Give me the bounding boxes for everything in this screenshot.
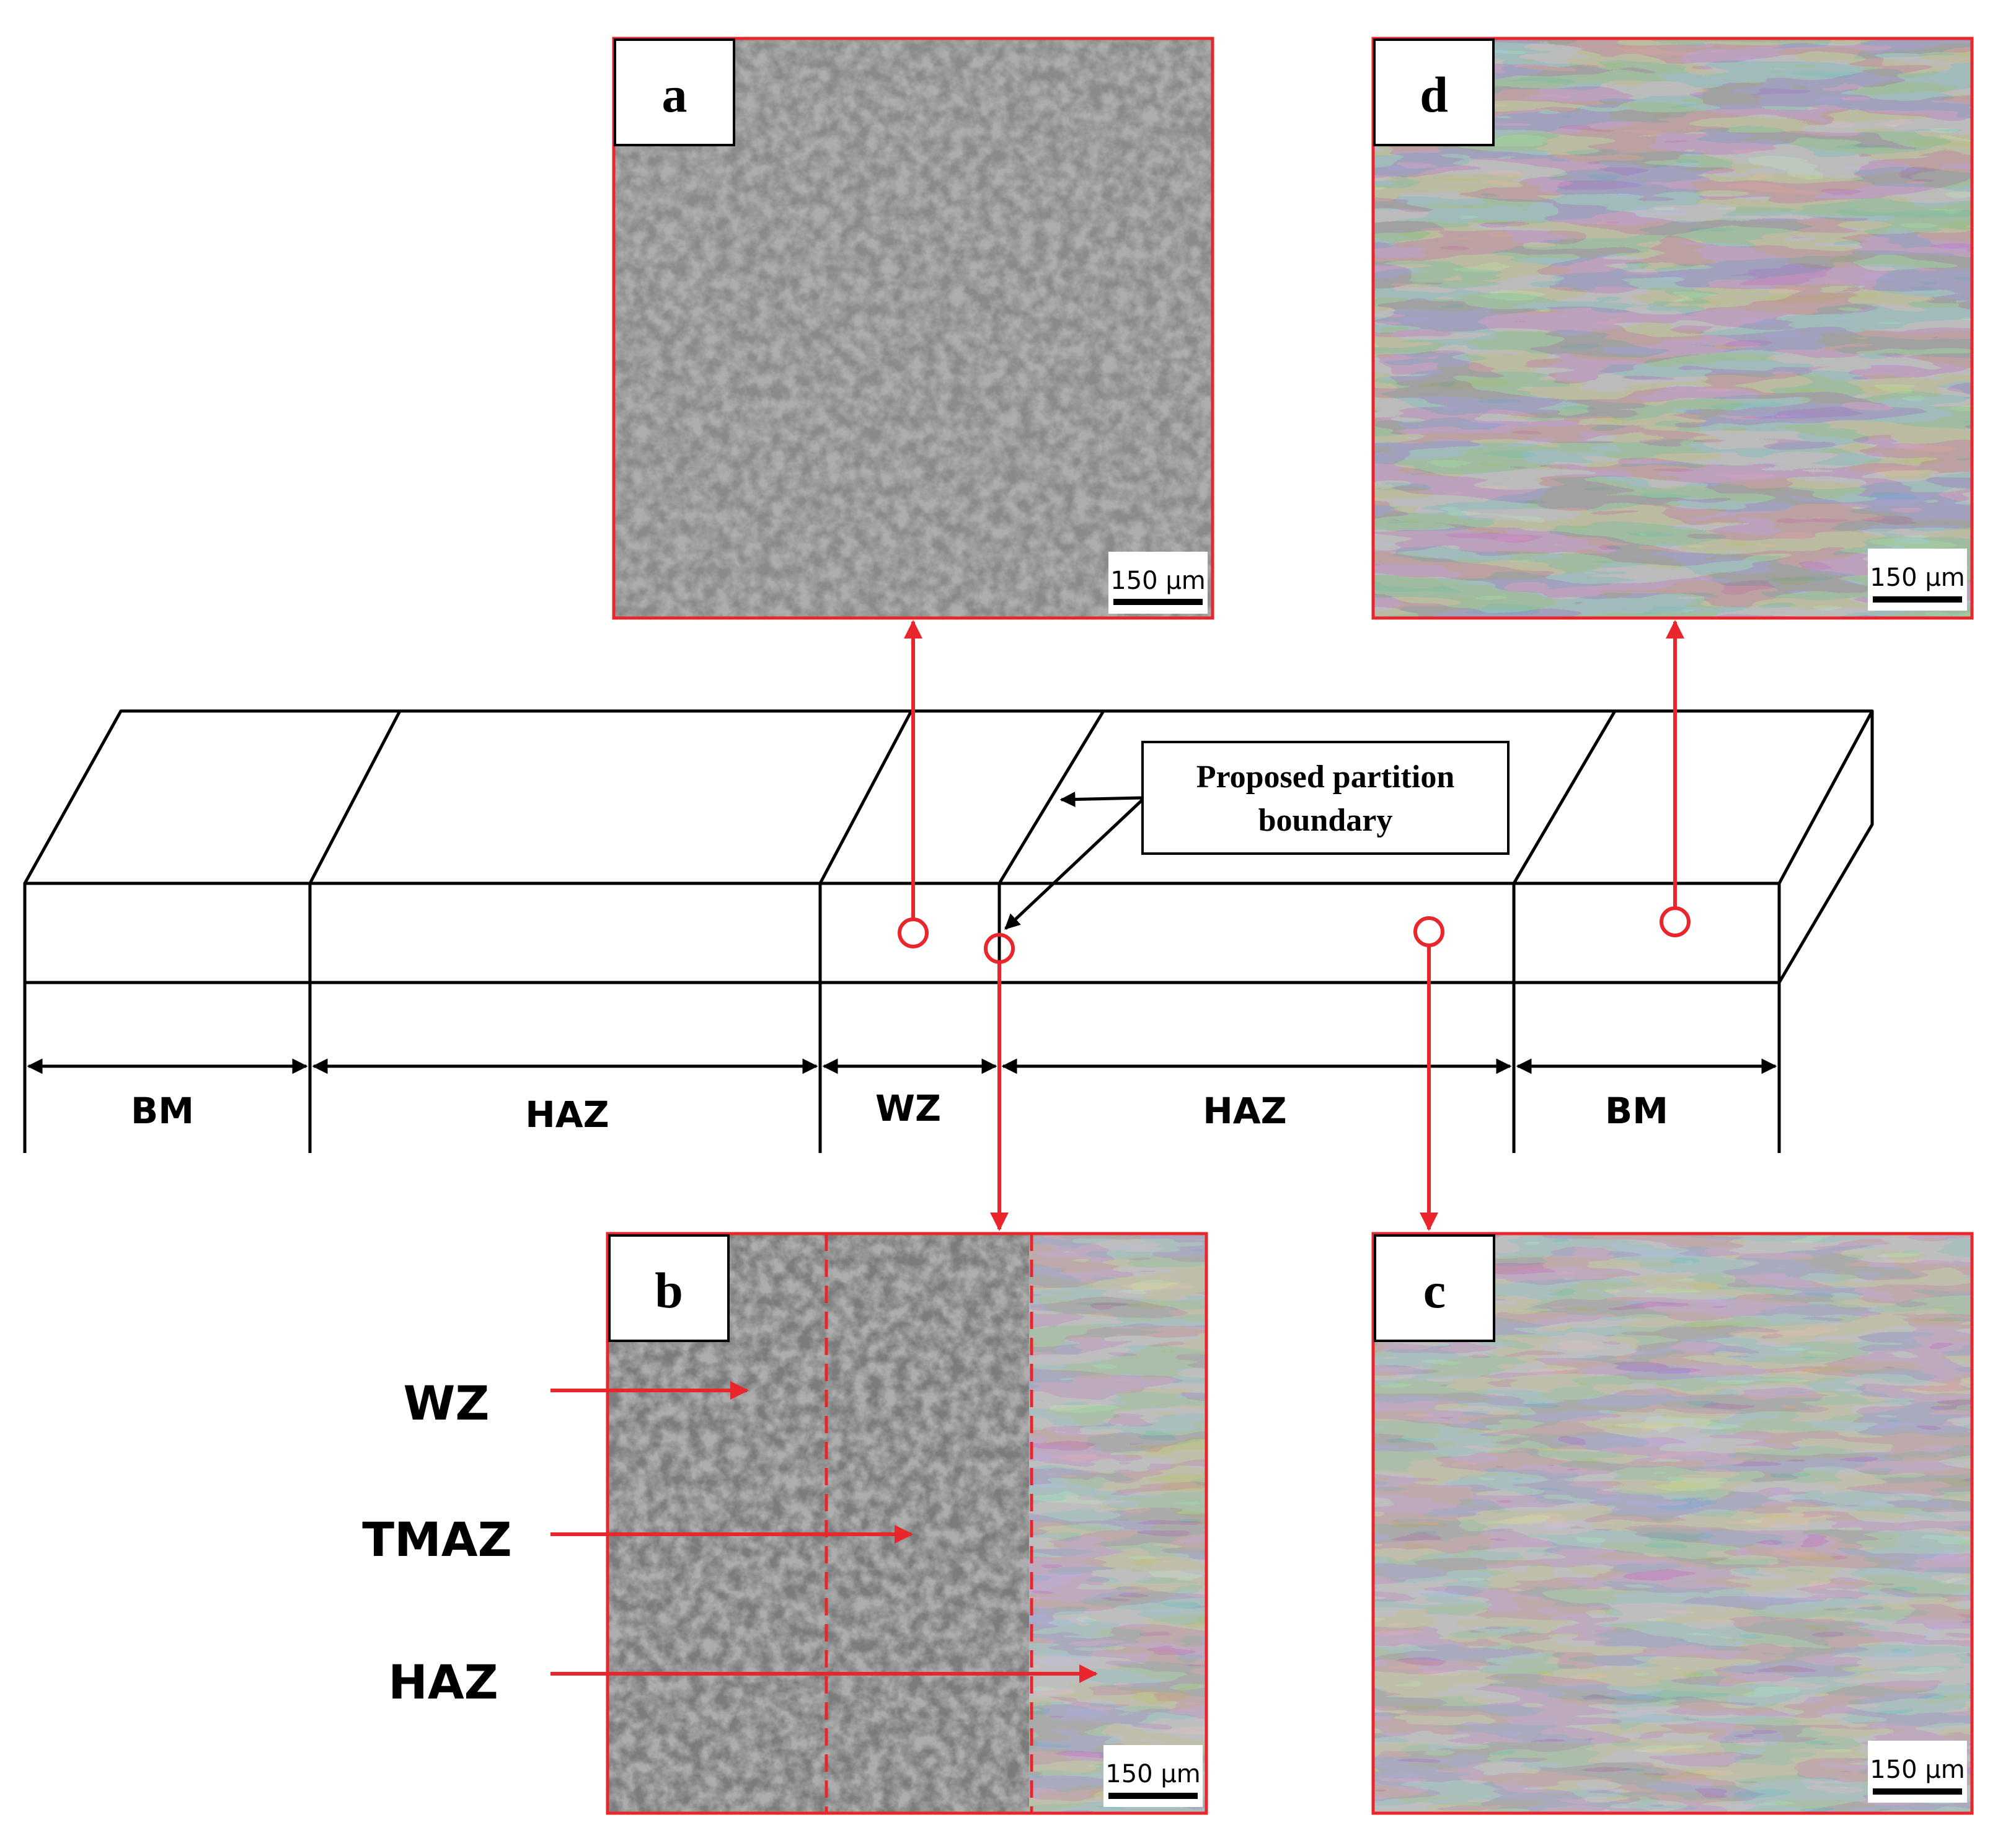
micrograph-panel-b: b 150 μm (606, 1232, 1208, 1815)
plate-front-face (23, 881, 1781, 984)
scale-bar-label: 150 μm (1870, 563, 1965, 592)
micrograph-panel-c: c 150 μm (1371, 1232, 1974, 1815)
zone-label-bm-left: BM (131, 1090, 194, 1132)
sample-point-c (1413, 916, 1444, 947)
callout-line-1: Proposed partition (1196, 759, 1455, 795)
callout-arrow-front (1004, 798, 1144, 930)
scale-bar-label: 150 μm (1105, 1760, 1200, 1788)
partition-boundary-callout: Proposed partition boundary (1004, 741, 1510, 930)
sampling-points (898, 620, 1691, 1231)
panel-label-box (1374, 1234, 1495, 1342)
zone-label-wz: WZ (875, 1087, 941, 1129)
sample-point-d (1660, 906, 1691, 937)
scale-bar (1113, 599, 1203, 605)
sample-point-a (898, 917, 929, 948)
micrograph-panel-d: d 150 μm (1371, 37, 1974, 620)
callout-line-2: boundary (1258, 803, 1393, 838)
panel-label: d (1420, 66, 1448, 123)
panel-label-box (1373, 38, 1495, 146)
scale-bar-label: 150 μm (1110, 567, 1205, 595)
panel-label: c (1423, 1262, 1446, 1319)
panel-label-box (608, 1234, 730, 1342)
scale-bar (1873, 596, 1962, 603)
zone-label-bm-right: BM (1605, 1090, 1668, 1132)
plate-side-face (1777, 711, 1874, 984)
callout-arrow-top (1059, 791, 1143, 807)
interface-label-tmaz: TMAZ (362, 1512, 511, 1567)
panel-label-box (614, 38, 735, 146)
panel-label: b (655, 1262, 683, 1319)
scale-bar-label: 150 μm (1870, 1756, 1965, 1784)
zone-label-haz-left: HAZ (525, 1094, 609, 1136)
weld-plate (23, 709, 1874, 1153)
interface-label-wz: WZ (404, 1376, 490, 1431)
micrograph-panel-a: a 150 μm (612, 37, 1214, 620)
scale-bar (1873, 1788, 1962, 1795)
panel-label: a (662, 66, 687, 123)
interface-label-haz: HAZ (388, 1655, 498, 1710)
zone-label-haz-right: HAZ (1203, 1090, 1286, 1132)
scale-bar (1108, 1793, 1198, 1799)
plate-top-face (23, 709, 1874, 885)
